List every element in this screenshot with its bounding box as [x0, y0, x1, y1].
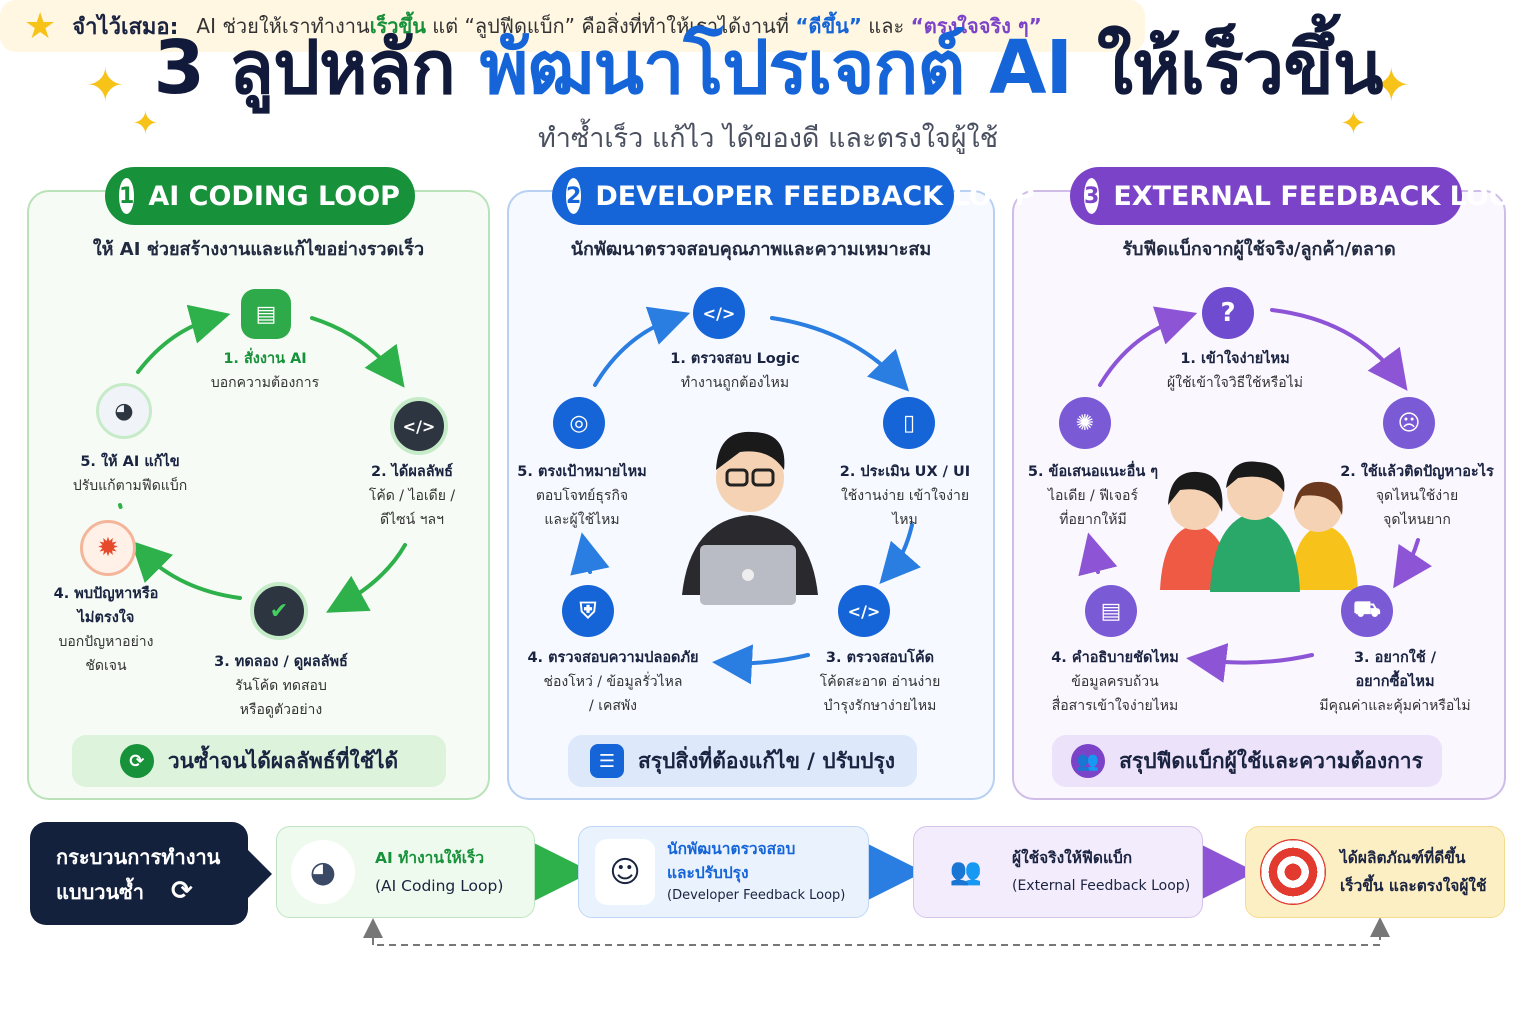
sparkle-icon: ✦ [132, 104, 159, 142]
loop1-step-4: 4. พบปัญหาหรือ ไม่ตรงใจ บอกปัญหาอย่าง ชั… [53, 586, 159, 674]
loop-summary: ☰ สรุปสิ่งที่ต้องแก้ไข / ปรับปรุง [568, 735, 917, 787]
loop-title-pill: 1 AI CODING LOOP [105, 167, 415, 225]
shield-icon: ⛨ [562, 585, 614, 637]
loop-number: 3 [1084, 178, 1100, 214]
loop1-step-3: 3. ทดลอง / ดูผลลัพธ์ รันโค้ด ทดสอบ หรือด… [214, 654, 348, 718]
loop-tagline: นักพัฒนาตรวจสอบคุณภาพและความเหมาะสม [570, 239, 932, 260]
phone-icon: ▯ [883, 397, 935, 449]
users-icon: 👥 [949, 857, 983, 887]
loop3-step-1: 1. เข้าใจง่ายไหม ผู้ใช้เข้าใจวิธีใช้หรือ… [1167, 351, 1303, 391]
users-icon: 👥 [1071, 744, 1106, 778]
loop2-step-1: 1. ตรวจสอบ Logic ทำงานถูกต้องไหม [670, 351, 800, 391]
users-illustration [1160, 461, 1358, 592]
loop-summary: ⟳ วนซ้ำจนได้ผลลัพธ์ที่ใช้ได้ [72, 735, 446, 787]
chat-icon: ▤ [241, 289, 291, 339]
cart-icon: ⛟ [1341, 585, 1393, 637]
loop1-step-1: 1. สั่งงาน AI บอกความต้องการ [210, 351, 320, 391]
loop1-step-5: 5. ให้ AI แก้ไข ปรับแก้ตามฟีดแบ็ก [72, 454, 188, 494]
loop3-step-3: 3. อยากใช้ / อยากซื้อไหม มีคุณค่าและคุ้ม… [1319, 650, 1471, 714]
document-icon: ▤ [1085, 585, 1137, 637]
refresh-icon: ⟳ [119, 744, 154, 778]
loop2-step-4: 4. ตรวจสอบความปลอดภัย ช่องโหว่ / ข้อมูลร… [527, 650, 699, 714]
loop2-step-5: 5. ตรงเป้าหมายไหม ตอบโจทย์ธุรกิจ และผู้ใ… [517, 464, 647, 528]
star-icon: ★ [24, 5, 57, 47]
loop-tagline: รับฟีดแบ็กจากผู้ใช้จริง/ลูกค้า/ตลาด [1122, 239, 1396, 260]
loop-summary: 👥 สรุปฟีดแบ็กผู้ใช้และความต้องการ [1052, 735, 1442, 787]
loop1-step-2: 2. ได้ผลลัพธ์ โค้ด / ไอเดีย / ดีไซน์ ฯลฯ [368, 464, 456, 528]
robot-icon: ◕ [291, 840, 355, 904]
developer-avatar: ☺ [595, 839, 655, 905]
loop2-step-3: 3. ตรวจสอบโค้ด โค้ดสะอาด อ่านง่าย บำรุงร… [819, 650, 941, 714]
loop3-step-4: 4. คำอธิบายชัดไหม ข้อมูลครบถ้วน สื่อสารเ… [1051, 650, 1179, 714]
sparkle-icon: ✦ [1340, 104, 1367, 142]
target-icon [1260, 839, 1326, 905]
page-title: 3 ลูปหลัก พัฒนาโปรเจกต์ AI ให้เร็วขึ้น [153, 25, 1383, 111]
target-icon: ◎ [553, 397, 605, 449]
page-subtitle: ทำซ้ำเร็ว แก้ไว ได้ของดี และตรงใจผู้ใช้ [537, 123, 999, 154]
flow-label: กระบวนการทำงาน แบบวนซ้ำ ⟳ [30, 822, 248, 925]
flow-step-users: 👥 ผู้ใช้จริงให้ฟีดแบ็ก (External Feedbac… [913, 826, 1203, 918]
loop3-step-5: 5. ข้อเสนอแนะอื่น ๆ ไอเดีย / ฟีเจอร์ ที่… [1027, 464, 1159, 528]
code-window-icon: </> [390, 397, 448, 455]
loop-number: 2 [566, 178, 582, 214]
code-icon: </> [693, 287, 745, 339]
robot-icon: ◕ [96, 383, 152, 439]
sparkle-icon: ✦ [1372, 58, 1411, 112]
loop-tagline: ให้ AI ช่วยสร้างงานและแก้ไขอย่างรวดเร็ว [92, 239, 425, 260]
loop3-step-2: 2. ใช้แล้วติดปัญหาอะไร จุดไหนใช้ง่าย จุด… [1340, 464, 1494, 528]
loop-number: 1 [119, 178, 135, 214]
clipboard-icon: ☰ [589, 744, 624, 778]
flow-step-developer: ☺ นักพัฒนาตรวจสอบ และปรับปรุง (Developer… [578, 826, 869, 918]
sparkle-icon: ✦ [86, 58, 125, 112]
sad-face-icon: ☹ [1383, 397, 1435, 449]
flow-label-pointer [246, 848, 272, 900]
developer-illustration [682, 431, 818, 605]
flow-step-result: ได้ผลิตภัณฑ์ที่ดีขึ้น เร็วขึ้น และตรงใจผ… [1245, 826, 1505, 918]
code-icon: </> [838, 585, 890, 637]
flow-step-ai: ◕ AI ทำงานให้เร็ว (AI Coding Loop) [276, 826, 535, 918]
monitor-check-icon: ✔ [250, 582, 308, 640]
loop2-step-2: 2. ประเมิน UX / UI ใช้งานง่าย เข้าใจง่าย… [839, 464, 971, 528]
remember-banner: ★ จำไว้เสมอ: AI ช่วยให้เราทำงาน เร็วขึ้น… [0, 0, 1145, 52]
bug-icon: ✹ [80, 520, 136, 576]
loop-title-pill: 3 EXTERNAL FEEDBACK LOOP [1070, 167, 1532, 225]
lightbulb-icon: ✺ [1059, 397, 1111, 449]
cycle-icon: ⟳ [170, 876, 193, 906]
question-icon: ? [1202, 287, 1254, 339]
loop-title-pill: 2 DEVELOPER FEEDBACK LOOP [552, 167, 1034, 225]
